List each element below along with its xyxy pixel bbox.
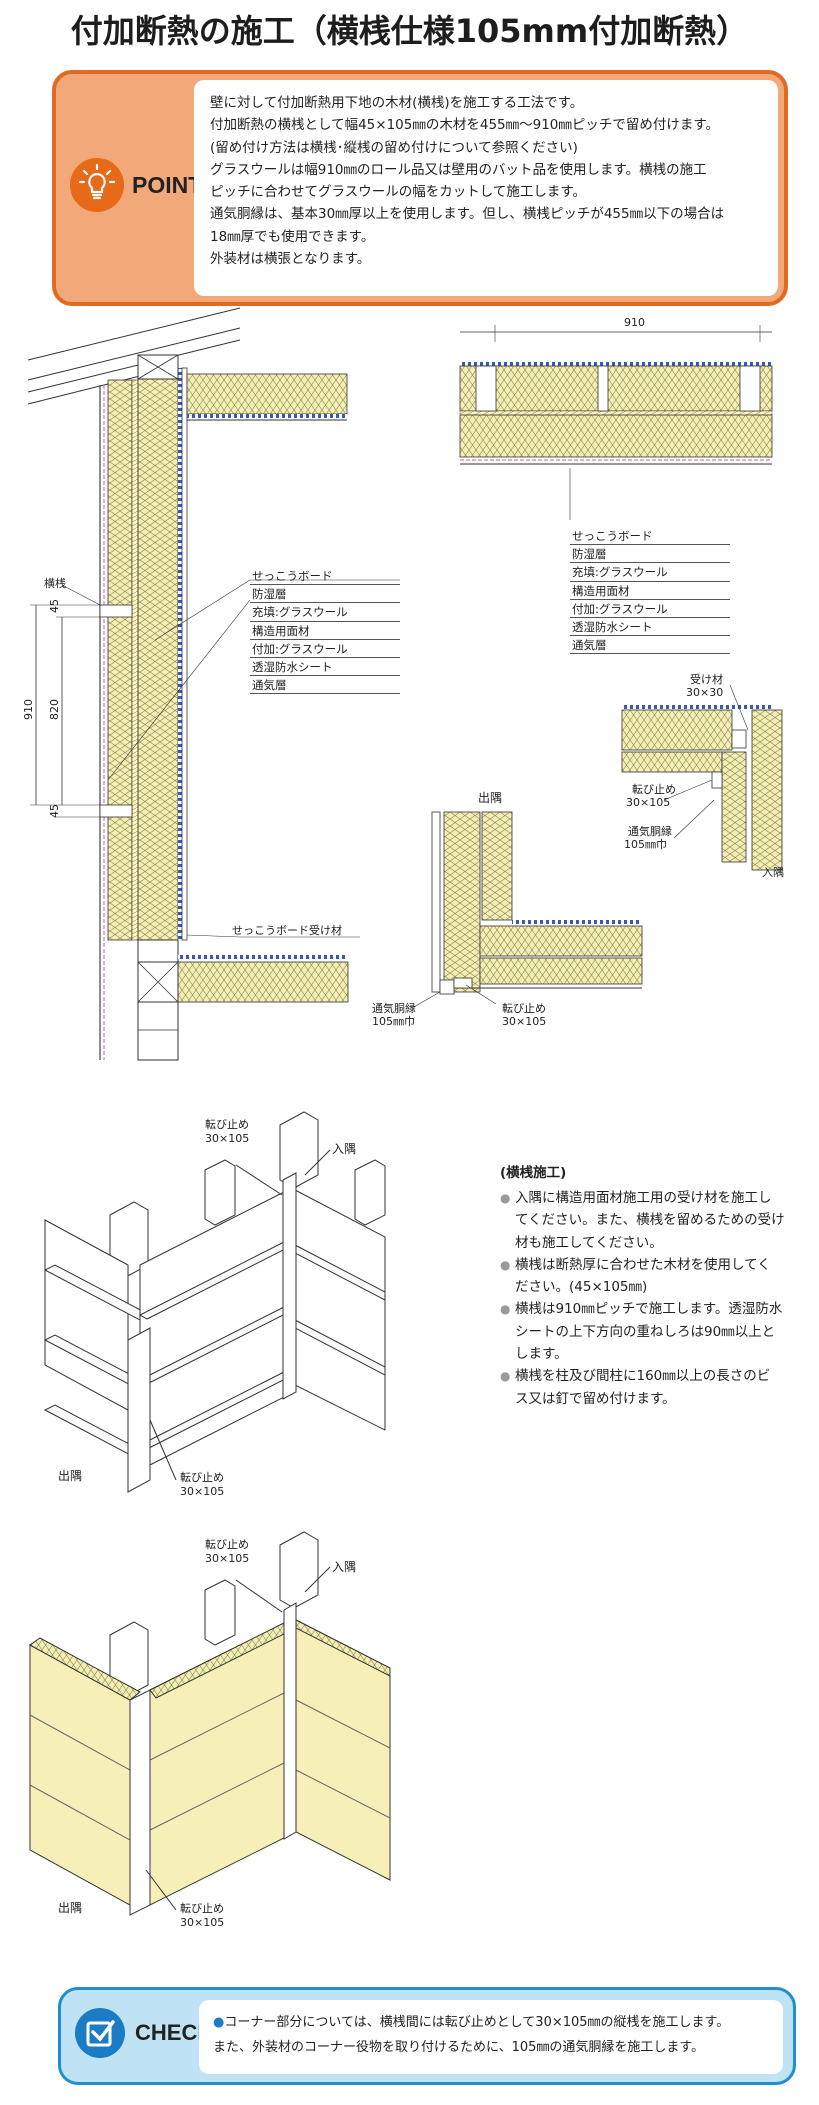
lightbulb-icon xyxy=(70,158,124,212)
layer-item: 構造用面材 xyxy=(570,582,730,600)
note-line: します。 xyxy=(515,1346,568,1363)
iso1-stopper-top-label: 転び止め xyxy=(205,1118,249,1131)
layer-item: 充填:グラスウール xyxy=(570,563,730,582)
point-line: 付加断熱の横桟として幅45×105㎜の木材を455㎜～910㎜ピッチで留め付けま… xyxy=(210,117,720,134)
layer-item: せっこうボード xyxy=(570,527,730,546)
layer-item: 防湿層 xyxy=(570,545,730,564)
iso2-stopper-bottom-label: 転び止め xyxy=(180,1902,224,1915)
iso2-outside-corner-label: 出隅 xyxy=(58,1901,82,1915)
layer-item: 構造用面材 xyxy=(250,622,400,640)
outside-furring-size: 105㎜巾 xyxy=(372,1014,415,1028)
outside-corner-label: 出隅 xyxy=(478,791,502,805)
point-label: POINT xyxy=(132,172,203,198)
note-line: ださい。(45×105㎜) xyxy=(515,1279,648,1296)
outside-corner-detail xyxy=(411,811,643,1009)
layer-item: せっこうボード xyxy=(250,567,400,586)
receiver-label: 受け材 xyxy=(690,672,723,686)
layer-item: 透湿防水シート xyxy=(250,658,400,677)
page-title: 付加断熱の施工（横桟仕様105mm付加断熱） xyxy=(70,12,749,50)
dim-910: 910 xyxy=(22,699,35,720)
dim-820: 820 xyxy=(48,699,61,720)
note-line: ス又は釘で留め付けます。 xyxy=(515,1390,676,1407)
outside-stopper-size: 30×105 xyxy=(502,1015,546,1028)
layer-item: 通気層 xyxy=(250,676,400,695)
note-item: 横桟は断熱厚に合わせた木材を使用してく ださい。(45×105㎜) xyxy=(500,1254,810,1299)
note-item: 入隅に構造用面材施工用の受け材を施工し てください。また、横桟を留めるための受け… xyxy=(500,1187,810,1254)
yokosan-label: 横桟 xyxy=(44,576,66,590)
point-line: 18㎜厚でも使用できます。 xyxy=(210,228,375,245)
note-line: てください。また、横桟を留めるための受け xyxy=(515,1212,785,1229)
check-text: ●コーナー部分については、横桟間には転び止めとして30×105㎜の縦桟を施工しま… xyxy=(199,2000,783,2074)
note-item: 横桟を柱及び間柱に160㎜以上の長さのビ ス又は釘で留め付けます。 xyxy=(500,1365,810,1410)
iso1-stopper-bottom-label: 転び止め xyxy=(180,1471,224,1484)
inside-stopper-size: 30×105 xyxy=(626,796,670,809)
outside-furring-label: 通気胴縁 xyxy=(372,1001,416,1015)
note-line: 横桟は910㎜ピッチで施工します。透湿防水 xyxy=(515,1301,783,1318)
point-line: (留め付け方法は横桟･縦桟の留め付けについて参照ください) xyxy=(210,139,578,156)
layer-item: 付加:グラスウール xyxy=(250,640,400,658)
receiver-size: 30×30 xyxy=(686,686,723,699)
iso1-outside-corner-label: 出隅 xyxy=(58,1469,82,1483)
layer-item: 付加:グラスウール xyxy=(570,600,730,618)
iso2-stopper-top-label: 転び止め xyxy=(205,1538,249,1551)
check-box: CHECK ●コーナー部分については、横桟間には転び止めとして30×105㎜の縦… xyxy=(58,1987,796,2085)
note-line: 材も施工してください。 xyxy=(515,1234,663,1251)
layer-item: 通気層 xyxy=(570,636,730,655)
board-support-label: せっこうボード受け材 xyxy=(232,923,342,937)
iso1-stopper-bottom-size: 30×105 xyxy=(180,1485,224,1498)
dim-45-bottom: 45 xyxy=(48,804,61,818)
iso1-stopper-top-size: 30×105 xyxy=(205,1132,249,1145)
note-line: 横桟は断熱厚に合わせた木材を使用してく xyxy=(515,1256,771,1273)
note-line: 入隅に構造用面材施工用の受け材を施工し xyxy=(515,1190,772,1206)
point-line: 壁に対して付加断熱用下地の木材(横桟)を施工する工法です。 xyxy=(210,95,584,111)
iso-framing-view xyxy=(43,1111,386,1493)
layer-item: 防湿層 xyxy=(250,585,400,604)
inside-stopper-label: 転び止め xyxy=(632,783,676,796)
point-line: 外装材は横張となります。 xyxy=(210,251,371,268)
inside-corner-detail xyxy=(621,684,783,871)
iso2-stopper-top-size: 30×105 xyxy=(205,1552,249,1565)
point-line: グラスウールは幅910㎜のロール品又は壁用のバット品を使用します。横桟の施工 xyxy=(210,161,707,178)
layer-item: 充填:グラスウール xyxy=(250,603,400,622)
inside-furring-label: 通気胴縁 xyxy=(628,824,672,838)
section-layer-list: せっこうボード 防湿層 充填:グラスウール 構造用面材 付加:グラスウール 透湿… xyxy=(250,567,400,695)
plan-layer-list: せっこうボード 防湿層 充填:グラスウール 構造用面材 付加:グラスウール 透湿… xyxy=(570,527,730,655)
inside-corner-label: 入隅 xyxy=(762,866,784,879)
wall-section-drawing xyxy=(27,307,400,1061)
outside-stopper-label: 転び止め xyxy=(502,1002,546,1015)
point-text: 壁に対して付加断熱用下地の木材(横桟)を施工する工法です。 付加断熱の横桟として… xyxy=(194,80,778,296)
point-line: ピッチに合わせてグラスウールの幅をカットして施工します。 xyxy=(210,184,586,201)
iso2-inside-corner-label: 入隅 xyxy=(332,1560,356,1574)
layer-item: 透湿防水シート xyxy=(570,618,730,637)
inside-furring-size: 105㎜巾 xyxy=(624,837,667,851)
iso2-stopper-bottom-size: 30×105 xyxy=(180,1916,224,1929)
point-line: 通気胴縁は、基本30㎜厚以上を使用します。但し、横桟ピッチが455㎜以下の場合は xyxy=(210,206,725,223)
checkbox-icon xyxy=(75,2008,125,2058)
point-box: POINT 壁に対して付加断熱用下地の木材(横桟)を施工する工法です。 付加断熱… xyxy=(52,70,788,306)
note-item: 横桟は910㎜ピッチで施工します。透湿防水 シートの上下方向の重ねしろは90㎜以… xyxy=(500,1298,810,1365)
construction-drawings: 横桟 45 820 910 45 せっこうボード受け材 910 受け材 30×3… xyxy=(22,307,784,1929)
yokosan-notes: (横桟施工) 入隅に構造用面材施工用の受け材を施工し てください。また、横桟を留… xyxy=(500,1161,810,1410)
iso1-inside-corner-label: 入隅 xyxy=(332,1142,356,1156)
note-line: 横桟を柱及び間柱に160㎜以上の長さのビ xyxy=(515,1368,771,1385)
plan-dim-910: 910 xyxy=(624,316,645,329)
check-line: ●コーナー部分については、横桟間には転び止めとして30×105㎜の縦桟を施工しま… xyxy=(213,2015,730,2030)
notes-heading: (横桟施工) xyxy=(500,1165,567,1181)
check-line: また、外装材のコーナー役物を取り付けるために、105㎜の通気胴縁を施工します。 xyxy=(213,2040,705,2055)
dim-45-top: 45 xyxy=(48,599,61,613)
check-line-text: コーナー部分については、横桟間には転び止めとして30×105㎜の縦桟を施工します… xyxy=(224,2015,730,2030)
wall-plan-drawing xyxy=(459,325,773,520)
iso-insulation-view xyxy=(29,1531,391,1916)
note-line: シートの上下方向の重ねしろは90㎜以上と xyxy=(515,1323,776,1340)
